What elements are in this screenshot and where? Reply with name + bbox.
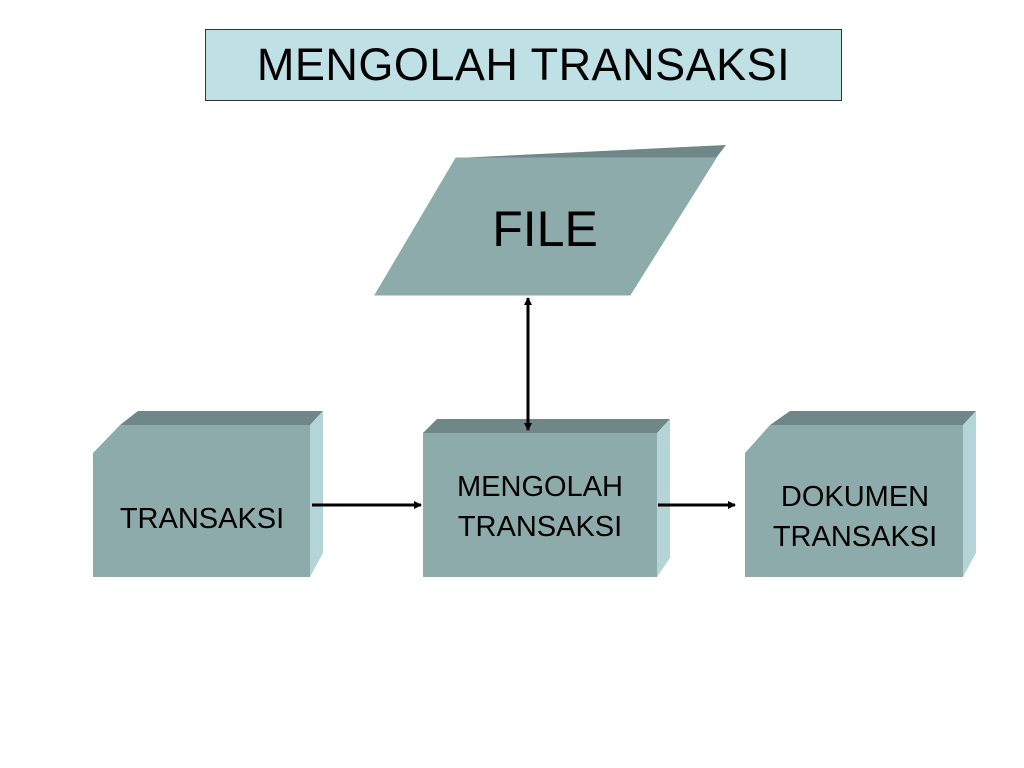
file-node: FILE	[374, 145, 726, 296]
mengolah-node: MENGOLAH TRANSAKSI	[423, 419, 670, 577]
transaksi-node-side	[310, 411, 323, 577]
dokumen-node-label-line2: TRANSAKSI	[773, 521, 937, 553]
transaksi-node-face	[93, 425, 310, 577]
diagram-title: MENGOLAH TRANSAKSI	[205, 29, 842, 101]
file-node-top	[456, 145, 726, 158]
file-node-face	[374, 157, 717, 296]
dokumen-node-side	[963, 411, 976, 577]
mengolah-node-label-line2: TRANSAKSI	[458, 511, 622, 543]
mengolah-node-face	[423, 433, 657, 577]
dokumen-node: DOKUMEN TRANSAKSI	[745, 411, 976, 577]
mengolah-node-side	[657, 419, 670, 577]
transaksi-node: TRANSAKSI	[93, 411, 323, 577]
dokumen-node-top	[770, 411, 976, 425]
dokumen-node-label-line1: DOKUMEN	[781, 481, 929, 513]
mengolah-node-label-line1: MENGOLAH	[457, 471, 623, 503]
dokumen-node-face	[745, 425, 963, 577]
file-node-label: FILE	[492, 201, 598, 257]
transaksi-node-top	[120, 411, 323, 425]
mengolah-node-top	[423, 419, 670, 433]
transaksi-node-label: TRANSAKSI	[120, 503, 284, 535]
